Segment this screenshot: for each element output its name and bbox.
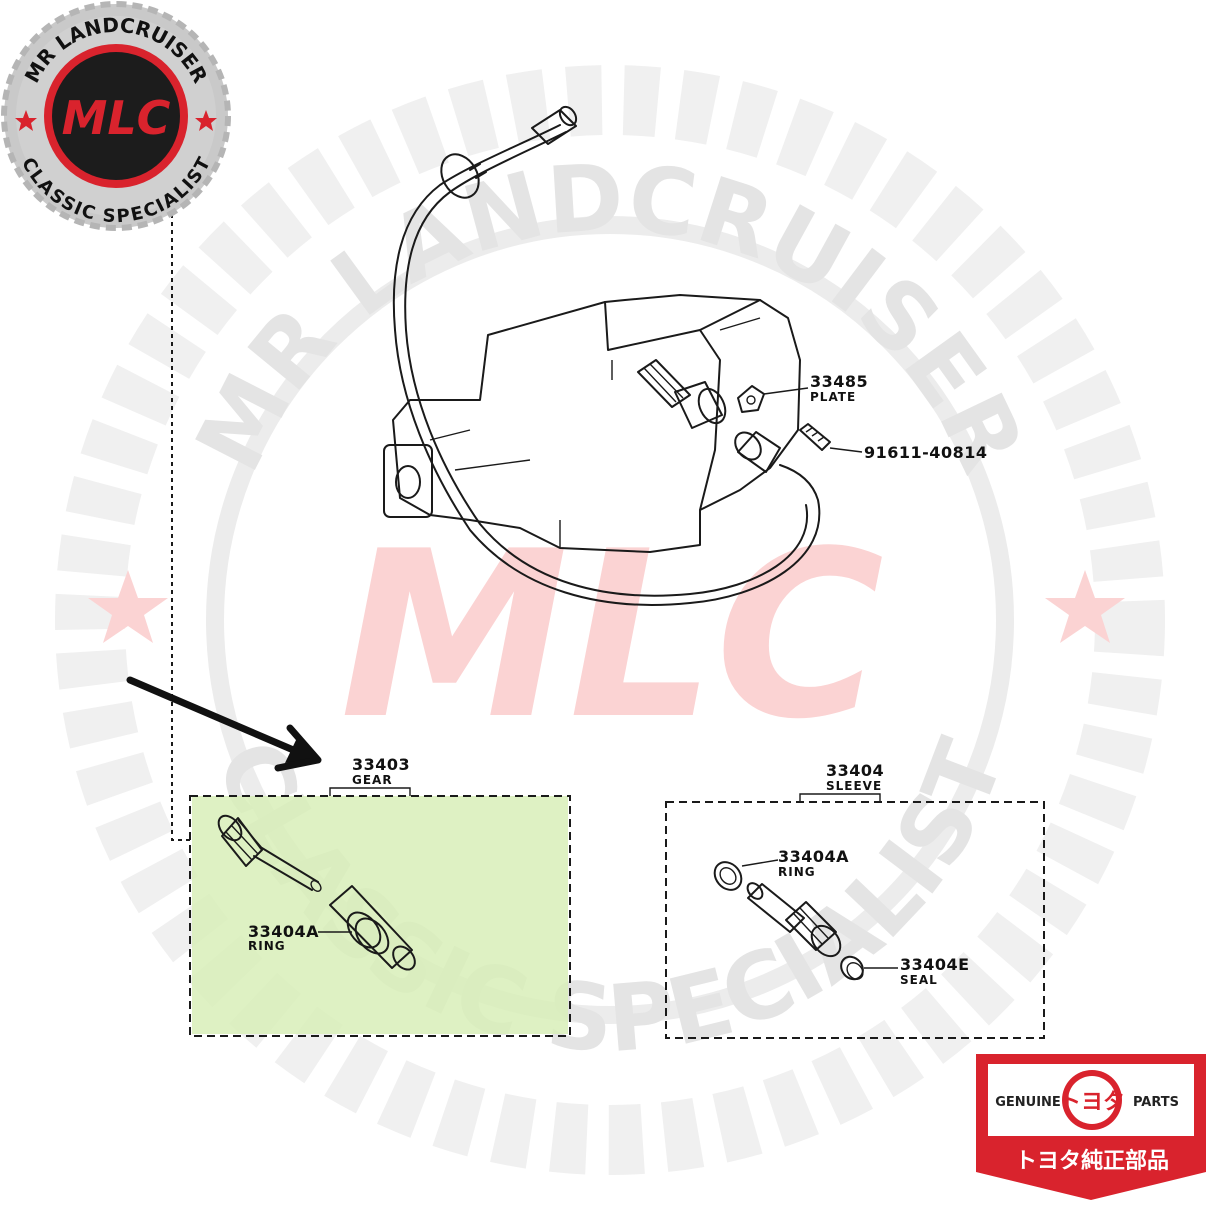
part-number-label: 91611-40814	[864, 443, 987, 462]
speedometer-cable	[392, 105, 821, 606]
star-icon	[15, 110, 37, 131]
part-number-label: 33403	[352, 755, 410, 774]
leader-line	[171, 190, 192, 841]
part-number-label: 33404E	[900, 955, 970, 974]
arrow-icon	[126, 676, 322, 772]
badge-logo: MLC	[62, 91, 171, 145]
o-ring-part	[713, 861, 743, 891]
installed-driven-gear	[637, 359, 727, 429]
star-icon	[88, 570, 168, 643]
watermark-inner-ring	[206, 216, 1014, 1024]
watermark-logo: MLC	[340, 503, 884, 770]
badge-japanese-text: トヨタ純正部品	[1015, 1148, 1169, 1174]
part-name-label: PLATE	[810, 390, 856, 404]
watermark-gear-ring	[55, 65, 1165, 1175]
ring-part	[329, 885, 416, 971]
brand-badge: MR LANDCRUISER CLASSIC SPECIALIST MLC	[1, 1, 231, 231]
part-number-label: 33485	[810, 372, 868, 391]
seal-part	[840, 955, 864, 981]
case-flange	[383, 444, 433, 518]
part-name-label: SEAL	[900, 973, 938, 987]
sleeve-assembly-box: 33404 SLEEVE 33404A RING 33404E SEAL	[665, 761, 1045, 1039]
genuine-parts-badge: GENUINE PARTS トヨタ トヨタ純正部品	[976, 1054, 1206, 1200]
part-name-label: GEAR	[352, 773, 393, 787]
gear-dashed-frame	[189, 795, 571, 1037]
toyota-emblem: トヨタ	[1059, 1090, 1125, 1115]
installed-sleeve	[734, 431, 781, 473]
bolt-part	[799, 423, 863, 453]
gear-assembly-box: 33403 GEAR 33404A RING	[189, 755, 571, 1037]
star-icon	[195, 110, 217, 131]
plate-part	[737, 385, 765, 413]
cable-end	[531, 109, 577, 145]
part-number-label: 33404	[826, 761, 884, 780]
badge-genuine-text: GENUINE	[995, 1095, 1061, 1110]
sleeve-dashed-frame	[665, 801, 1045, 1039]
sleeve-part	[746, 882, 842, 958]
badge-parts-text: PARTS	[1133, 1095, 1179, 1110]
part-name-label: RING	[248, 939, 286, 953]
part-number-label: 33404A	[778, 847, 849, 866]
part-name-label: RING	[778, 865, 816, 879]
star-icon	[1045, 570, 1125, 643]
part-name-label: SLEEVE	[826, 779, 882, 793]
part-number-label: 33404A	[248, 922, 319, 941]
transmission-case	[383, 294, 801, 553]
driven-gear-part	[217, 814, 322, 892]
